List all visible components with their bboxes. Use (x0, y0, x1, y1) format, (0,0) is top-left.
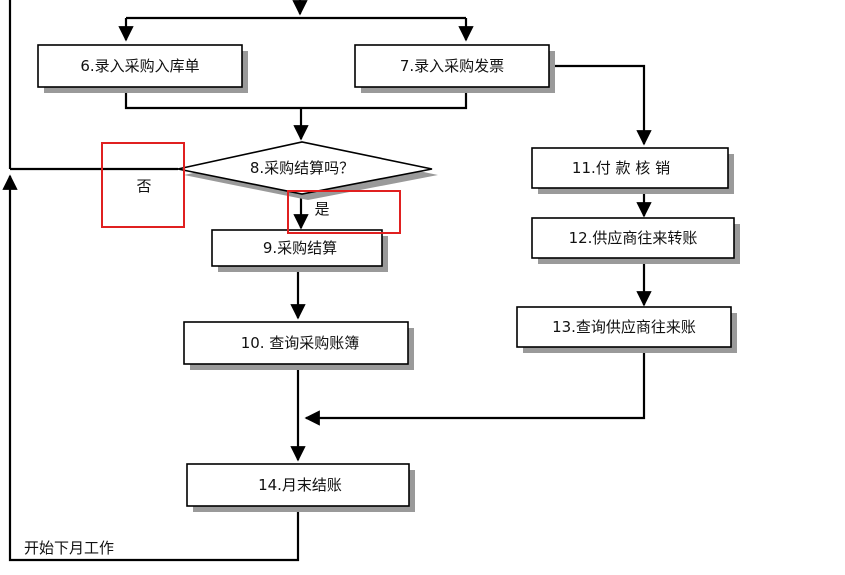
node-8-diamond (177, 141, 433, 195)
node-13-label: 13.查询供应商往来账 (552, 318, 696, 336)
node-10: 10. 查询采购账簿 (183, 321, 414, 370)
node-7: 7.录入采购发票 (354, 44, 555, 93)
node-14: 14.月末结账 (186, 463, 415, 512)
node-11-box (531, 147, 729, 189)
node-10-box (183, 321, 409, 365)
node-6: 6.录入采购入库单 (37, 44, 248, 93)
node-12-box (531, 217, 735, 259)
node-8-decision: 8.采购结算吗？ (177, 141, 438, 200)
node-6-box (37, 44, 243, 88)
edge-14-loop-back (2, 174, 300, 562)
connectors (2, 0, 652, 562)
highlight-box-no (101, 142, 185, 228)
node-14-label: 14.月末结账 (258, 476, 342, 494)
node-9-box (211, 229, 383, 267)
node-14-box (186, 463, 410, 507)
node-13-box (516, 306, 732, 348)
node-9: 9.采购结算 (211, 229, 388, 272)
edge-label-next-month: 开始下月工作 (24, 539, 114, 557)
node-10-label: 10. 查询采购账簿 (241, 334, 360, 352)
edge-7-to-11 (550, 64, 652, 146)
node-12-label: 12.供应商往来转账 (569, 229, 698, 247)
merge-bar (124, 89, 468, 110)
node-11: 11.付 款 核 销 (531, 147, 734, 194)
node-13: 13.查询供应商往来账 (516, 306, 737, 353)
node-9-label: 9.采购结算 (263, 239, 337, 257)
node-7-label: 7.录入采购发票 (400, 57, 504, 75)
node-6-label: 6.录入采购入库单 (80, 57, 199, 75)
node-8-label: 8.采购结算吗？ (250, 159, 354, 177)
edge-label-yes: 是 (314, 200, 329, 218)
node-12: 12.供应商往来转账 (531, 217, 740, 264)
node-11-label: 11.付 款 核 销 (572, 159, 670, 177)
edge-label-no: 否 (136, 177, 151, 195)
node-7-box (354, 44, 550, 88)
edge-13-to-14 (304, 350, 646, 426)
highlight-box-yes (287, 190, 401, 234)
